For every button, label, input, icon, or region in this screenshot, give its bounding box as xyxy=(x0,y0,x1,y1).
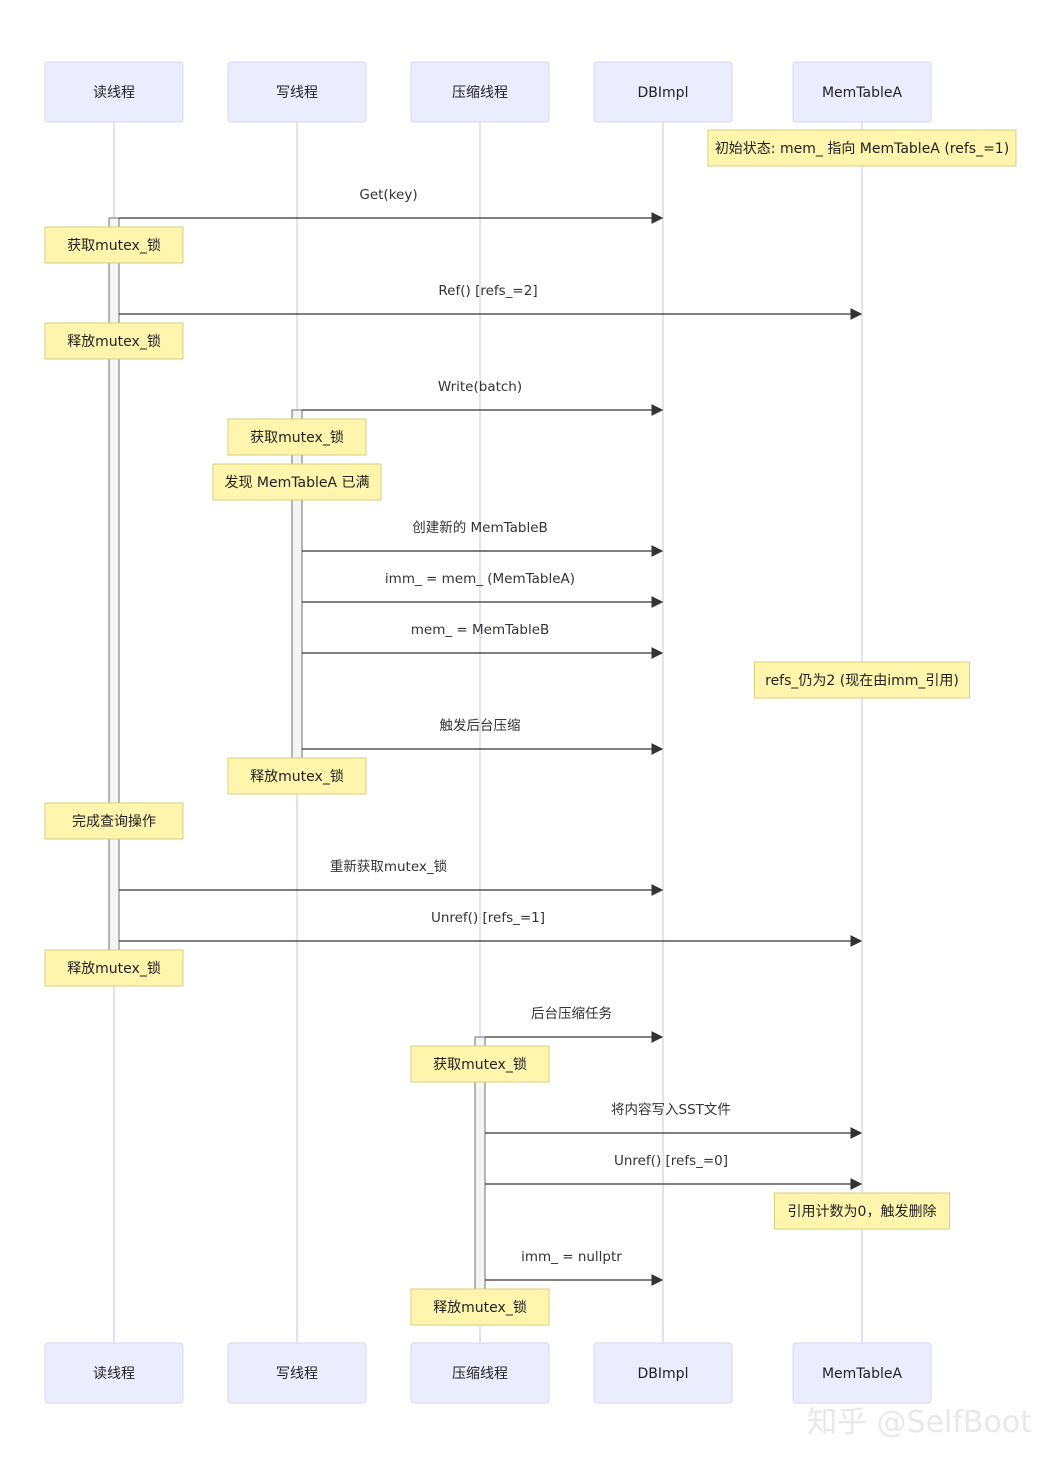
note-box xyxy=(774,1192,950,1230)
message-imm-nullptr: imm_ = nullptr xyxy=(485,1249,664,1286)
participant-dbimpl-top: DBImpl xyxy=(593,61,733,123)
message-label: 后台压缩任务 xyxy=(531,1006,612,1022)
message-memtableb: 创建新的 MemTableB xyxy=(302,520,664,557)
message-label: Get(key) xyxy=(359,187,417,203)
message-label: Write(batch) xyxy=(438,379,522,395)
diagram-events: 初始状态: mem_ 指向 MemTableA (refs_=1) Get(key… xyxy=(44,129,1017,1326)
message-sst: 将内容写入SST文件 xyxy=(485,1101,863,1139)
participant-box xyxy=(410,1342,550,1404)
participant-compactor-bottom: 压缩线程 xyxy=(410,1342,550,1404)
participant-writer-bottom: 写线程 xyxy=(227,1342,367,1404)
note-compactor: 释放mutex_锁 xyxy=(410,1288,550,1326)
note-box xyxy=(410,1288,550,1326)
participant-label: 压缩线程 xyxy=(452,85,508,101)
participant-label: 写线程 xyxy=(276,85,318,101)
participant-compactor-top: 压缩线程 xyxy=(410,61,550,123)
message-unref-refs-1: Unref() [refs_=1] xyxy=(119,910,863,947)
participant-label: 压缩线程 xyxy=(452,1366,508,1382)
message-label: 重新获取mutex_锁 xyxy=(330,859,447,875)
participant-box xyxy=(410,61,550,123)
participant-box xyxy=(44,1342,184,1404)
note-box xyxy=(227,757,367,795)
participant-label: DBImpl xyxy=(638,85,689,101)
message-write-batch: Write(batch) xyxy=(302,379,664,416)
message-get-key: Get(key) xyxy=(119,187,664,224)
note-writer: 发现 MemTableA 已满 xyxy=(212,463,382,501)
participant-label: 写线程 xyxy=(276,1366,318,1382)
participant-memtable-bottom: MemTableA xyxy=(792,1342,932,1404)
note-box xyxy=(227,418,367,456)
participant-memtable-top: MemTableA xyxy=(792,61,932,123)
note-label: 完成查询操作 xyxy=(72,814,156,830)
message-unref-refs-0: Unref() [refs_=0] xyxy=(485,1153,863,1190)
note-compactor: 获取mutex_锁 xyxy=(410,1045,550,1083)
message-label: Unref() [refs_=0] xyxy=(614,1153,728,1169)
message-label: imm_ = nullptr xyxy=(521,1249,622,1265)
note-label: 释放mutex_锁 xyxy=(67,334,161,350)
note-label: 初始状态: mem_ 指向 MemTableA (refs_=1) xyxy=(715,140,1009,157)
note-box xyxy=(410,1045,550,1083)
note-memtable: 初始状态: mem_ 指向 MemTableA (refs_=1) xyxy=(707,129,1017,167)
message-label: Ref() [refs_=2] xyxy=(438,283,537,299)
participant-label: DBImpl xyxy=(638,1366,689,1382)
note-box xyxy=(44,802,184,840)
note-label: 获取mutex_锁 xyxy=(67,238,161,254)
message-mem-memtableb: mem_ = MemTableB xyxy=(302,622,664,659)
note-box xyxy=(44,226,184,264)
participant-label: 读线程 xyxy=(93,1365,135,1382)
note-box xyxy=(707,129,1017,167)
message-label: 将内容写入SST文件 xyxy=(611,1101,731,1118)
message-label: 创建新的 MemTableB xyxy=(412,520,548,536)
watermark-text: 知乎 @SelfBoot xyxy=(807,1405,1032,1440)
note-reader: 获取mutex_锁 xyxy=(44,226,184,264)
note-label: 释放mutex_锁 xyxy=(433,1300,527,1316)
participant-box xyxy=(593,61,733,123)
participant-writer-top: 写线程 xyxy=(227,61,367,123)
participant-box xyxy=(44,61,184,123)
participant-dbimpl-bottom: DBImpl xyxy=(593,1342,733,1404)
message-imm-mem-memtablea: imm_ = mem_ (MemTableA) xyxy=(302,571,664,608)
note-label: 引用计数为0，触发删除 xyxy=(788,1204,937,1220)
participant-reader-bottom: 读线程 xyxy=(44,1342,184,1404)
participant-box xyxy=(593,1342,733,1404)
participant-label: 读线程 xyxy=(93,84,135,101)
participant-box xyxy=(227,61,367,123)
note-reader: 释放mutex_锁 xyxy=(44,949,184,987)
activation-bar-writer xyxy=(291,409,303,761)
note-label: 获取mutex_锁 xyxy=(250,430,344,446)
lifelines xyxy=(113,122,863,1343)
participant-label: MemTableA xyxy=(822,85,903,101)
note-label: 释放mutex_锁 xyxy=(250,769,344,785)
note-label: 获取mutex_锁 xyxy=(433,1057,527,1073)
participant-box xyxy=(792,61,932,123)
note-reader: 完成查询操作 xyxy=(44,802,184,840)
note-box xyxy=(212,463,382,501)
note-reader: 释放mutex_锁 xyxy=(44,322,184,360)
note-label: 释放mutex_锁 xyxy=(67,961,161,977)
note-writer: 获取mutex_锁 xyxy=(227,418,367,456)
message-mutex: 重新获取mutex_锁 xyxy=(119,859,664,896)
note-memtable: refs_仍为2 (现在由imm_引用) xyxy=(754,661,970,699)
participant-box xyxy=(792,1342,932,1404)
message-msg-18: 后台压缩任务 xyxy=(485,1006,664,1043)
note-box xyxy=(754,661,970,699)
note-label: 发现 MemTableA 已满 xyxy=(224,475,369,491)
message-ref-refs-2: Ref() [refs_=2] xyxy=(119,283,863,320)
note-label: refs_仍为2 (现在由imm_引用) xyxy=(765,673,959,689)
note-writer: 释放mutex_锁 xyxy=(227,757,367,795)
message-label: Unref() [refs_=1] xyxy=(431,910,545,926)
message-label: mem_ = MemTableB xyxy=(411,622,550,638)
note-box xyxy=(44,322,184,360)
note-memtable: 引用计数为0，触发删除 xyxy=(774,1192,950,1230)
message-msg-12: 触发后台压缩 xyxy=(302,718,664,755)
note-box xyxy=(44,949,184,987)
message-label: imm_ = mem_ (MemTableA) xyxy=(385,571,575,587)
participant-label: MemTableA xyxy=(822,1366,903,1382)
message-label: 触发后台压缩 xyxy=(440,718,521,734)
participant-reader-top: 读线程 xyxy=(44,61,184,123)
participant-box xyxy=(227,1342,367,1404)
